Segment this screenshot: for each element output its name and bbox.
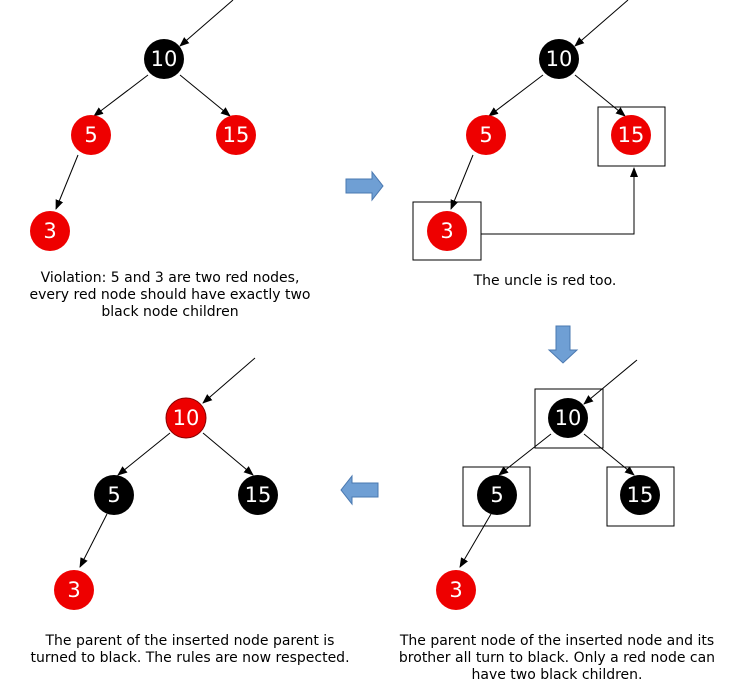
panel-top-right: 10 5 15 3 (412, 0, 666, 261)
edge-root-left (117, 432, 171, 476)
tree-node-3: 3 (30, 211, 70, 251)
highlight-box-uncle (597, 106, 666, 167)
svg-text:5: 5 (107, 483, 120, 507)
tree-node-10: 10 (165, 397, 207, 439)
svg-text:5: 5 (479, 123, 492, 147)
tree-node-5: 5 (466, 115, 506, 155)
edge-root-left (498, 433, 552, 476)
edge-root-right (202, 432, 254, 476)
left-arrow-icon (340, 474, 379, 506)
tree-node-10: 10 (548, 398, 588, 438)
right-arrow-icon (345, 170, 384, 202)
tree-node-5: 5 (94, 475, 134, 515)
caption-top-left: Violation: 5 and 3 are two red nodes, ev… (29, 270, 311, 320)
caption-bottom-left: The parent of the inserted node parent i… (30, 633, 350, 666)
down-arrow-icon (547, 325, 579, 364)
panel-top-left: 10 5 15 3 (30, 0, 256, 251)
highlight-box-inserted (412, 201, 482, 261)
incoming-edge (179, 0, 234, 47)
caption-top-right: The uncle is red too. (473, 273, 617, 289)
svg-text:5: 5 (84, 123, 97, 147)
svg-text:10: 10 (173, 406, 200, 430)
svg-text:10: 10 (546, 47, 573, 71)
tree-node-15: 15 (216, 115, 256, 155)
highlight-box-uncle (606, 466, 675, 527)
edge-left-leftleft (450, 154, 474, 210)
svg-text:3: 3 (43, 219, 56, 243)
edge-root-left (93, 74, 149, 117)
highlight-box-parent (462, 466, 531, 527)
svg-text:10: 10 (555, 406, 582, 430)
edge-root-right (583, 433, 635, 476)
highlight-box-root (534, 388, 604, 449)
svg-text:3: 3 (440, 219, 453, 243)
incoming-edge (574, 0, 629, 47)
tree-node-15: 15 (611, 115, 651, 155)
edge-left-leftleft (79, 513, 108, 568)
tree-node-3: 3 (427, 211, 467, 251)
svg-text:3: 3 (449, 578, 462, 602)
tree-node-15: 15 (238, 475, 278, 515)
svg-text:15: 15 (223, 123, 250, 147)
svg-text:10: 10 (151, 47, 178, 71)
edge-root-right (179, 74, 231, 117)
edge-left-leftleft (55, 154, 79, 210)
svg-text:5: 5 (490, 483, 503, 507)
svg-text:15: 15 (245, 483, 272, 507)
edge-root-left (488, 74, 544, 117)
caption-bottom-right: The parent node of the inserted node and… (398, 633, 716, 683)
tree-node-10: 10 (144, 39, 184, 79)
edge-left-leftleft (459, 513, 492, 568)
tree-node-5: 5 (477, 475, 517, 515)
svg-text:3: 3 (67, 578, 80, 602)
tree-node-5: 5 (71, 115, 111, 155)
incoming-edge (583, 359, 638, 405)
tree-node-15: 15 (620, 475, 660, 515)
svg-text:15: 15 (627, 483, 654, 507)
panel-bottom-left: 10 5 15 3 (54, 357, 278, 610)
tree-node-3: 3 (54, 570, 94, 610)
tree-node-10: 10 (539, 39, 579, 79)
svg-text:15: 15 (618, 123, 645, 147)
edge-root-right (574, 74, 626, 117)
incoming-edge (202, 357, 256, 404)
uncle-relation-arrow (481, 167, 638, 235)
tree-node-3: 3 (436, 570, 476, 610)
panel-bottom-right: 10 5 15 3 (436, 359, 675, 610)
